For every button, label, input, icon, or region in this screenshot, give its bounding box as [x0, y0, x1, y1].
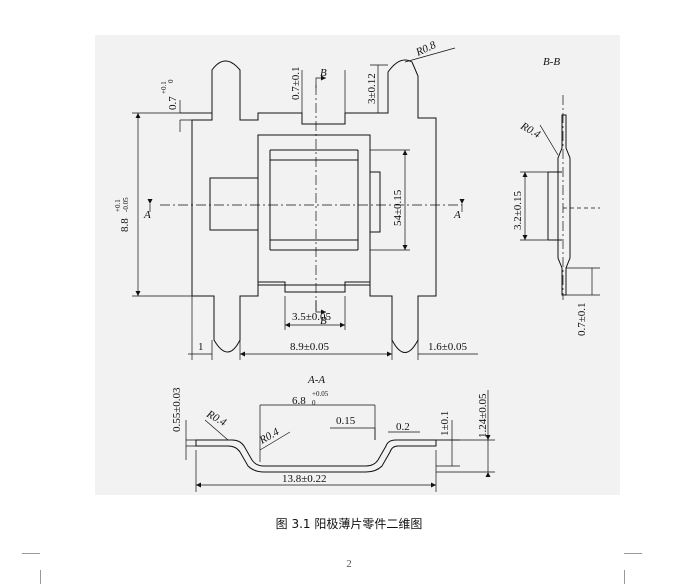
- dim-aa-0-2: 0.2: [396, 421, 410, 433]
- dim-aa-6-8-upper: +0.05: [312, 390, 329, 398]
- arrowheads: [135, 75, 528, 488]
- dim-aa-1: 1±0.1: [439, 411, 451, 436]
- dim-top-gap-upper: +0.1: [160, 81, 168, 94]
- dim-height-lower: -0.05: [122, 197, 130, 212]
- section-b-view: [520, 114, 600, 296]
- section-b-top-label: B: [320, 67, 327, 79]
- dim-aa-0-55: 0.55±0.03: [171, 387, 183, 432]
- section-b-bottom-label: B: [320, 315, 327, 327]
- dim-bb-0-7: 0.7±0.1: [576, 302, 588, 336]
- dim-top-gap: 0.7: [167, 96, 179, 110]
- dim-bb-3-2: 3.2±0.15: [512, 190, 524, 230]
- dim-1: 1: [198, 341, 204, 353]
- dim-height: 8.8: [119, 218, 131, 232]
- dim-8-9: 8.9±0.05: [290, 341, 330, 353]
- dim-height-upper: +0.1: [114, 199, 122, 212]
- page-number: 2: [346, 558, 352, 570]
- corner-mark-right: [624, 553, 642, 562]
- corner-mark-right-v: [624, 570, 625, 584]
- section-aa-title: A-A: [307, 374, 325, 386]
- dim-aa-13-8: 13.8±0.22: [282, 473, 327, 485]
- dim-center-gap: 0.7±0.1: [290, 66, 302, 100]
- drawing-sheet: [95, 35, 620, 495]
- dim-3-5: 3.5±0.05: [292, 311, 332, 323]
- dim-top-gap-lower: 0: [167, 79, 175, 83]
- dim-3: 3±0.12: [366, 73, 378, 104]
- section-bb-title: B-B: [543, 56, 560, 68]
- dim-aa-6-8: 6.8: [292, 395, 306, 407]
- figure-caption: 图 3.1 阳极薄片零件二维图: [275, 517, 423, 531]
- dim-aa-1-24: 1.24±0.05: [477, 393, 489, 438]
- section-a-right-label: A: [453, 209, 461, 221]
- dim-aa-6-8-lower: 0: [312, 399, 316, 407]
- center-lines: [160, 85, 564, 315]
- dim-1-6: 1.6±0.05: [428, 341, 468, 353]
- section-a-left-label: A: [143, 209, 151, 221]
- corner-mark-left: [22, 553, 40, 562]
- corner-mark-left-v: [40, 570, 41, 584]
- dim-window: 54±0.15: [392, 189, 404, 226]
- dim-aa-0-15: 0.15: [336, 415, 356, 427]
- section-a-view: [185, 390, 495, 492]
